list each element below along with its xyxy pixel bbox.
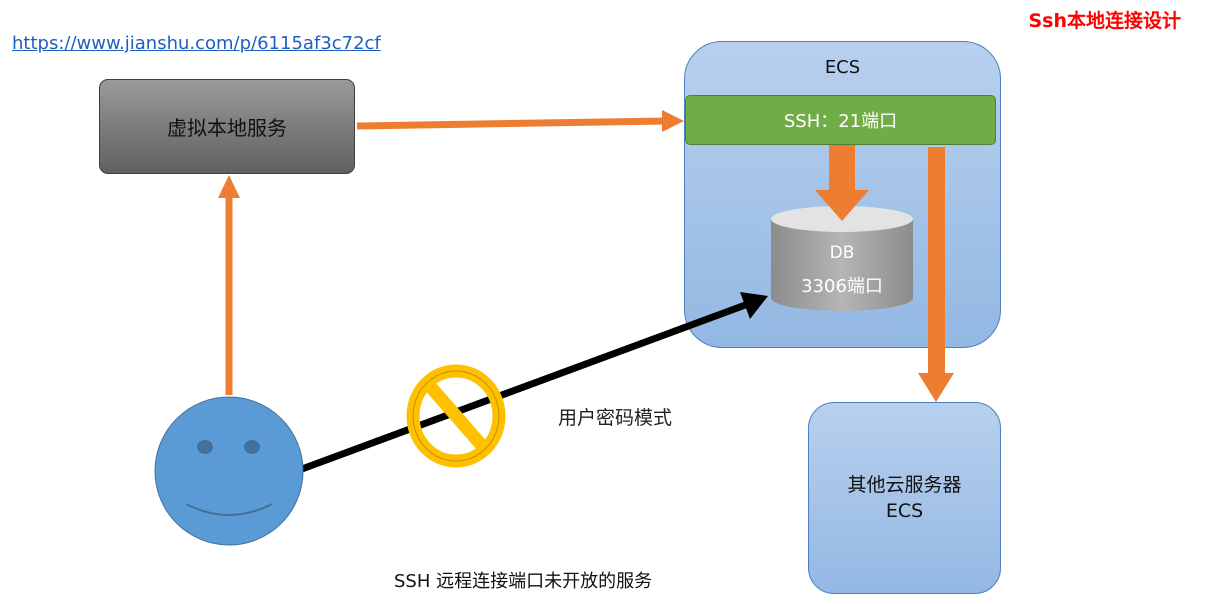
ssh-port-bar: SSH：21端口 (685, 95, 996, 145)
other-server-ecs-label: ECS (885, 500, 924, 522)
other-server-label: 其他云服务器 (847, 474, 962, 496)
arrow-ssh-to-db (815, 145, 869, 221)
arrow-ssh-to-other-server (918, 147, 954, 402)
other-server-box: 其他云服务器 ECS (808, 402, 1001, 594)
db-name-label: DB (829, 243, 855, 263)
arrow-user-to-virtual (218, 175, 240, 395)
password-mode-label: 用户密码模式 (558, 407, 673, 429)
page-title: Ssh本地连接设计 (1028, 10, 1181, 32)
db-port-label: 3306端口 (801, 276, 883, 297)
arrow-virtual-to-ssh (356, 110, 684, 132)
reference-link[interactable]: https://www.jianshu.com/p/6115af3c72cf (12, 33, 381, 54)
smiley-face-icon (154, 396, 304, 546)
virtual-local-service-box: 虚拟本地服务 (99, 79, 355, 174)
ecs-label: ECS (824, 57, 861, 78)
diagram-caption: SSH 远程连接端口未开放的服务 (394, 571, 653, 592)
no-entry-icon (406, 364, 506, 468)
blocked-arrow-user-to-db (300, 292, 768, 473)
